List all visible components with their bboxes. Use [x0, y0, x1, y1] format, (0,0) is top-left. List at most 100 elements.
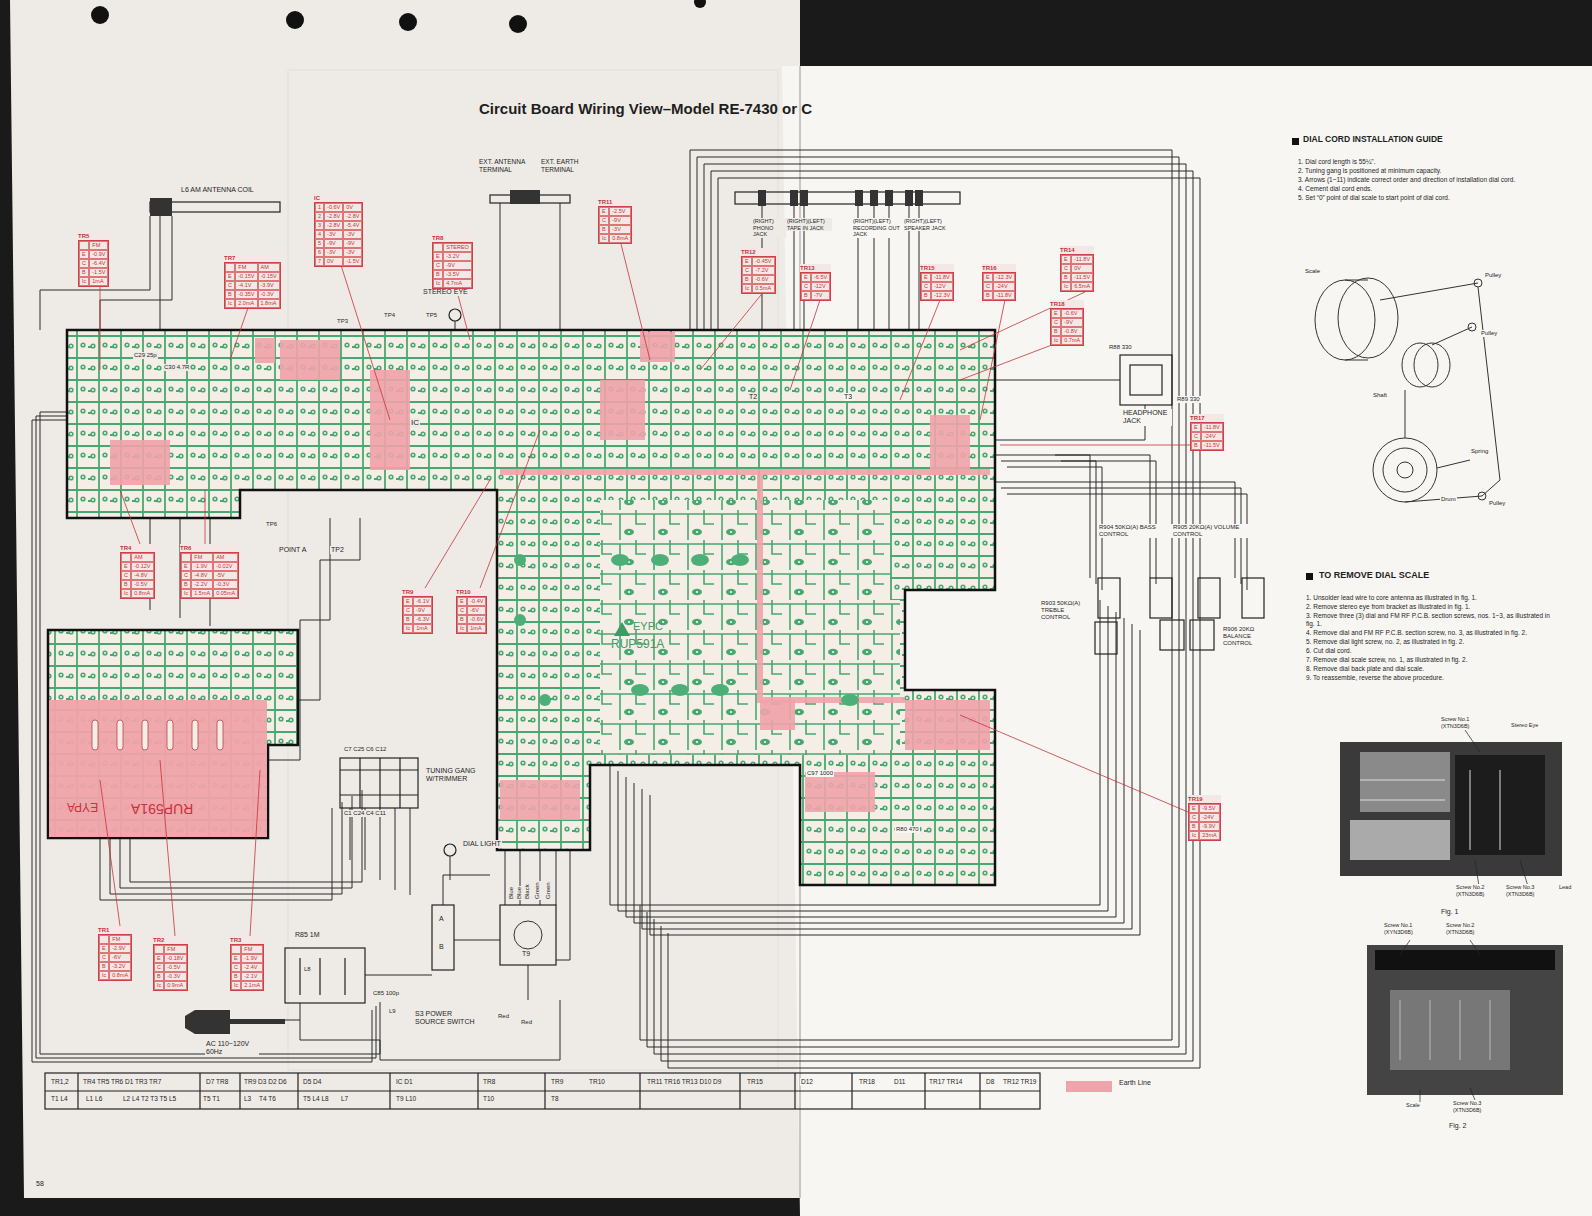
- part-label: 9. To reassemble, reverse the above proc…: [1305, 674, 1552, 682]
- table-cell: 1mA: [467, 624, 486, 633]
- table-cell: C: [1191, 432, 1201, 441]
- voltage-table: TR10E-0.4VC-6VB-0.6VIc1mA: [456, 588, 487, 634]
- table-cell: 1: [315, 203, 324, 212]
- table-title: TR6: [180, 544, 239, 552]
- table-title: TR10: [456, 588, 487, 596]
- table-cell: -5V: [213, 571, 238, 580]
- table-title: TR14: [1060, 246, 1094, 254]
- table-title: TR11: [598, 198, 632, 206]
- part-label: C85 100p: [372, 990, 400, 997]
- part-label: TP2: [330, 546, 345, 554]
- table-grid: FME-0.18VC-0.5VB-0.3VIc0.9mA: [153, 944, 188, 991]
- part-label: 4. Remove dial and FM RF P.C.B. section …: [1305, 629, 1552, 637]
- table-cell: -0.4V: [467, 597, 486, 606]
- table-cell: -7V: [811, 291, 830, 300]
- part-label: T5 T1: [202, 1095, 221, 1103]
- table-title: TR7: [224, 254, 281, 262]
- part-label: Pulley: [1480, 330, 1498, 337]
- voltage-table: TR7FMAME-0.15V-0.15VC-4.1V-3.9VB-0.35V-0…: [224, 254, 281, 309]
- table-cell: -0.8V: [1061, 327, 1083, 336]
- table-cell: -5.4V: [343, 221, 362, 230]
- table-cell: 23mA: [1199, 831, 1219, 840]
- part-label: 5. Set “0” point of dial scale to start …: [1297, 194, 1549, 202]
- table-cell: -6.3V: [413, 615, 432, 624]
- part-label: A: [438, 915, 445, 923]
- table-cell: B: [801, 291, 811, 300]
- table-cell: Ic: [231, 981, 241, 990]
- part-label: (RIGHT)(LEFT) RECORDING OUT JACK: [852, 218, 902, 238]
- part-label: T3: [843, 393, 853, 401]
- part-label: EXT. ANTENNA TERMINAL: [478, 158, 532, 174]
- table-cell: -3.2V: [443, 252, 472, 261]
- table-cell: E: [403, 597, 413, 606]
- part-label: STEREO EYE: [422, 288, 469, 296]
- table-cell: -6.5V: [811, 273, 830, 282]
- table-cell: -3.2V: [109, 962, 131, 971]
- part-label: L3: [243, 1095, 252, 1103]
- part-label: C1 C24 C4 C11: [343, 810, 387, 817]
- part-label: RUP591A: [610, 637, 665, 651]
- part-label: C7 C25 C6 C12: [343, 746, 387, 753]
- part-label: (RIGHT) PHONO JACK: [752, 218, 786, 238]
- table-cell: E: [1051, 309, 1061, 318]
- table-cell: C: [154, 963, 164, 972]
- voltage-table: TR3FME-1.9VC-2.4VB-2.1VIc2.1mA: [230, 936, 264, 991]
- table-grid: E-6.5VC-12VB-7V: [800, 272, 831, 301]
- table-cell: 4.7mA: [443, 279, 472, 288]
- part-label: Fig. 1: [1440, 908, 1460, 916]
- part-label: Lead: [1558, 884, 1572, 891]
- table-grid: E-2.5VC-9VB-3VIc0.8mA: [598, 206, 632, 244]
- part-label: TR4 TR5 TR6 D1 TR3 TR7: [82, 1078, 162, 1086]
- part-label: T9 L10: [395, 1095, 417, 1103]
- table-cell: 0.5mA: [752, 284, 774, 293]
- part-label: D7 TR8: [205, 1078, 229, 1086]
- table-cell: -9V: [609, 216, 631, 225]
- table-cell: B: [181, 580, 191, 589]
- part-label: R905 20KΩ(A) VOLUME CONTROL: [1172, 524, 1254, 538]
- part-label: R89 330: [1176, 396, 1201, 403]
- table-cell: C: [921, 282, 931, 291]
- part-label: Red: [497, 1013, 510, 1020]
- table-cell: Ic: [181, 589, 191, 598]
- table-cell: B: [983, 291, 993, 300]
- table-cell: -1.9V: [191, 562, 213, 571]
- table-cell: Ic: [403, 624, 413, 633]
- part-label: TR10: [588, 1078, 606, 1086]
- part-label: L7: [340, 1095, 349, 1103]
- table-cell: 0.05mA: [213, 589, 238, 598]
- table-cell: B: [1061, 273, 1071, 282]
- table-cell: Ic: [99, 971, 109, 980]
- part-label: L9: [388, 1008, 397, 1015]
- table-grid: FME-0.9VC-6.4VB-1.5VIc1mA: [78, 240, 109, 287]
- table-cell: Ic: [1189, 831, 1199, 840]
- part-label: TR9: [550, 1078, 564, 1086]
- table-cell: E: [181, 562, 191, 571]
- table-cell: 2.1mA: [241, 981, 263, 990]
- part-label: L8: [303, 966, 312, 973]
- table-cell: C: [231, 963, 241, 972]
- part-label: T1 L4: [50, 1095, 69, 1103]
- part-label: TP5: [425, 312, 438, 319]
- part-label: Scale: [1304, 268, 1321, 275]
- table-cell: E: [1061, 255, 1071, 264]
- table-cell: E: [99, 944, 109, 953]
- part-label: Screw No.3 (XTN3D6B): [1452, 1100, 1504, 1113]
- table-cell: 0V: [324, 257, 343, 266]
- table-cell: 7: [315, 257, 324, 266]
- table-cell: -0.6V: [1061, 309, 1083, 318]
- part-label: R904 50KΩ(A) BASS CONTROL: [1098, 524, 1172, 538]
- table-grid: STEREOE-3.2VC-9VB-3.5VIc4.7mA: [432, 242, 473, 289]
- part-label: POINT A: [278, 546, 308, 554]
- part-label: Screw No.2 (XTN3D6B): [1455, 884, 1507, 897]
- table-cell: [433, 243, 443, 252]
- table-cell: C: [181, 571, 191, 580]
- part-label: Stereo Eye: [1510, 722, 1539, 729]
- part-label: 5. Remove dial light screw, no. 2, as il…: [1305, 638, 1552, 646]
- table-cell: -0.15V: [258, 272, 280, 281]
- table-header: AM: [258, 263, 280, 272]
- part-label: (RIGHT)(LEFT) TAPE IN JACK: [786, 218, 832, 231]
- table-cell: -9V: [324, 239, 343, 248]
- table-cell: -11.8V: [993, 291, 1015, 300]
- table-cell: E: [457, 597, 467, 606]
- table-cell: E: [742, 257, 752, 266]
